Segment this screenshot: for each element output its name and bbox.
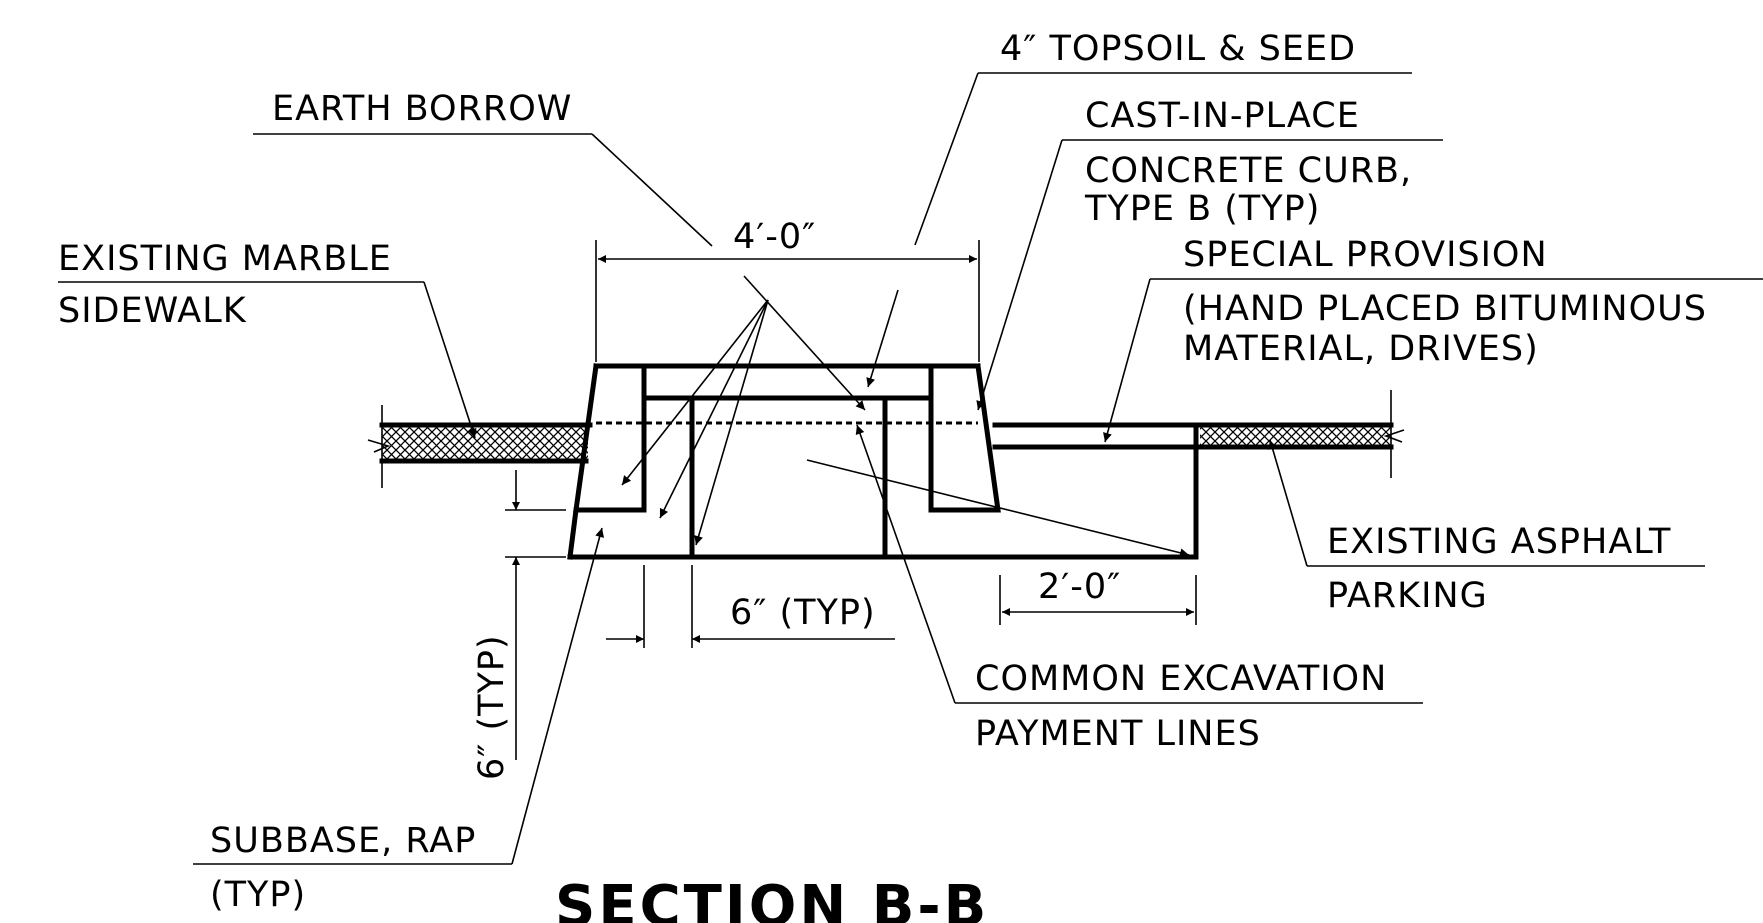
- svg-text:(HAND PLACED BITUMINOUS: (HAND PLACED BITUMINOUS: [1183, 289, 1707, 329]
- dimension-2ft-label: 2′-0″: [1038, 567, 1121, 607]
- label-topsoil: 4″ TOPSOIL & SEED: [866, 29, 1412, 388]
- existing-asphalt-parking: [992, 390, 1405, 478]
- svg-text:EXISTING ASPHALT: EXISTING ASPHALT: [1327, 522, 1671, 562]
- svg-text:PAYMENT LINES: PAYMENT LINES: [975, 714, 1261, 754]
- dimension-6in-vertical-label: 6″ (TYP): [472, 634, 512, 780]
- svg-text:PARKING: PARKING: [1327, 576, 1488, 616]
- label-special-provision: SPECIAL PROVISION (HAND PLACED BITUMINOU…: [1103, 235, 1763, 443]
- label-existing-asphalt: EXISTING ASPHALT PARKING: [1268, 439, 1705, 616]
- svg-text:SPECIAL PROVISION: SPECIAL PROVISION: [1183, 235, 1548, 275]
- label-subbase: SUBBASE, RAP (TYP): [193, 527, 605, 915]
- existing-marble-sidewalk: [367, 405, 593, 488]
- label-concrete-curb: CAST-IN-PLACE CONCRETE CURB, TYPE B (TYP…: [976, 96, 1443, 411]
- svg-text:EARTH BORROW: EARTH BORROW: [272, 89, 572, 129]
- svg-text:4″ TOPSOIL & SEED: 4″ TOPSOIL & SEED: [1000, 29, 1356, 69]
- svg-text:(TYP): (TYP): [210, 875, 306, 915]
- dimension-2ft: 2′-0″: [999, 567, 1197, 625]
- label-earth-borrow: EARTH BORROW: [253, 89, 1190, 558]
- dimension-6in-horizontal: 6″ (TYP): [606, 565, 895, 648]
- section-outline: [567, 363, 1199, 560]
- section-title: SECTION B-B: [555, 874, 989, 923]
- svg-text:COMMON EXCAVATION: COMMON EXCAVATION: [975, 659, 1387, 699]
- svg-text:SIDEWALK: SIDEWALK: [58, 291, 247, 331]
- dimension-4ft: 4′-0″: [595, 217, 980, 362]
- svg-text:CONCRETE CURB,: CONCRETE CURB,: [1085, 151, 1412, 191]
- label-common-excavation: COMMON EXCAVATION PAYMENT LINES: [855, 424, 1423, 754]
- dimension-6in-vertical: 6″ (TYP): [472, 470, 566, 780]
- svg-text:CAST-IN-PLACE: CAST-IN-PLACE: [1085, 96, 1360, 136]
- label-existing-marble: EXISTING MARBLE SIDEWALK: [58, 239, 477, 439]
- dimension-4ft-label: 4′-0″: [733, 217, 816, 257]
- svg-text:TYPE B (TYP): TYPE B (TYP): [1084, 189, 1320, 229]
- dimension-6in-horizontal-label: 6″ (TYP): [730, 593, 876, 633]
- svg-text:EXISTING MARBLE: EXISTING MARBLE: [58, 239, 392, 279]
- svg-text:MATERIAL, DRIVES): MATERIAL, DRIVES): [1183, 329, 1539, 369]
- svg-text:SUBBASE, RAP: SUBBASE, RAP: [210, 821, 476, 861]
